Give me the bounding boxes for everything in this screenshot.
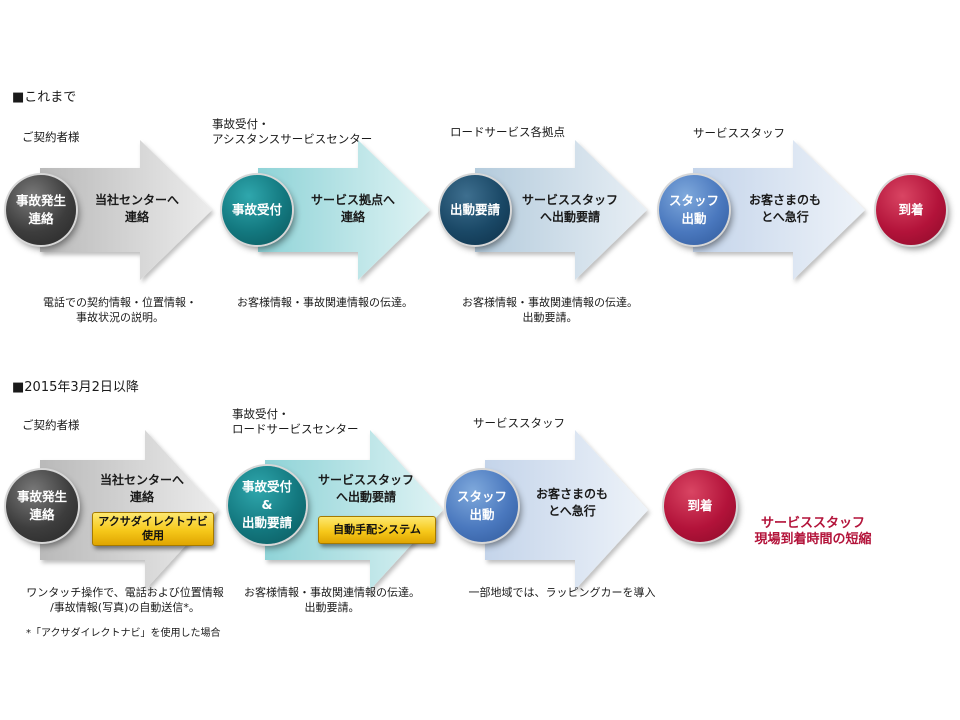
step-circle: 事故発生 連絡 xyxy=(6,175,76,245)
step-description: ワンタッチ操作で、電話および位置情報 /事故情報(写真)の自動送信*。 xyxy=(26,586,224,614)
arrow-action-text: 当社センターへ 連絡 xyxy=(94,193,179,224)
role-label: 事故受付・ ロードサービスセンター xyxy=(232,407,359,436)
role-label: サービススタッフ xyxy=(473,416,565,430)
step-description: 一部地域では、ラッピングカーを導入 xyxy=(468,586,656,599)
section-title-before: ■これまで xyxy=(12,90,77,105)
arrow-shape xyxy=(485,430,648,590)
step-description: お客様情報・事故関連情報の伝達。 xyxy=(237,296,413,309)
role-label: ご契約者様 xyxy=(22,130,80,144)
arrow-action-text: お客さまのも とへ急行 xyxy=(748,193,821,224)
role-label: ロードサービス各拠点 xyxy=(450,125,565,139)
section-title-after: ■2015年3月2日以降 xyxy=(12,380,139,395)
arrow-shape xyxy=(475,140,647,280)
arrow-shape xyxy=(40,140,212,280)
arrow-action-text: サービス拠点へ 連絡 xyxy=(310,193,395,224)
step-description: 電話での契約情報・位置情報・ 事故状況の説明。 xyxy=(43,296,197,324)
arrow-action-text: 当社センターへ 連絡 xyxy=(99,473,184,504)
arrival-circle: 到着 xyxy=(876,175,946,245)
role-label: サービススタッフ xyxy=(693,126,785,140)
step-circle: 事故受付 xyxy=(222,175,292,245)
arrow-action-text: サービススタッフ へ出動要請 xyxy=(521,193,618,224)
step-circle: スタッフ 出動 xyxy=(659,175,729,245)
arrow-shape xyxy=(40,430,218,590)
arrow-shape xyxy=(265,430,443,590)
step-description: お客様情報・事故関連情報の伝達。 出動要請。 xyxy=(244,586,420,614)
step-description: お客様情報・事故関連情報の伝達。 出動要請。 xyxy=(462,296,638,324)
arrow-shape xyxy=(693,140,865,280)
arrow-shape xyxy=(258,140,430,280)
feature-badge: 自動手配システム xyxy=(318,516,436,544)
step-circle: スタッフ 出動 xyxy=(446,470,518,542)
arrow-action-text: サービススタッフ へ出動要請 xyxy=(317,473,414,504)
step-circle: 出動要請 xyxy=(440,175,510,245)
arrival-circle: 到着 xyxy=(664,470,736,542)
role-label: ご契約者様 xyxy=(22,418,80,432)
role-label: 事故受付・ アシスタンスサービスセンター xyxy=(212,117,373,146)
highlight-text: サービススタッフ 現場到着時間の短縮 xyxy=(754,516,872,547)
step-circle: 事故発生 連絡 xyxy=(6,470,78,542)
footnote: *「アクサダイレクトナビ」を使用した場合 xyxy=(26,628,221,639)
arrow-action-text: お客さまのも とへ急行 xyxy=(535,487,608,518)
step-circle: 事故受付 & 出動要請 xyxy=(228,466,306,544)
feature-badge: アクサダイレクトナビ 使用 xyxy=(92,512,214,546)
